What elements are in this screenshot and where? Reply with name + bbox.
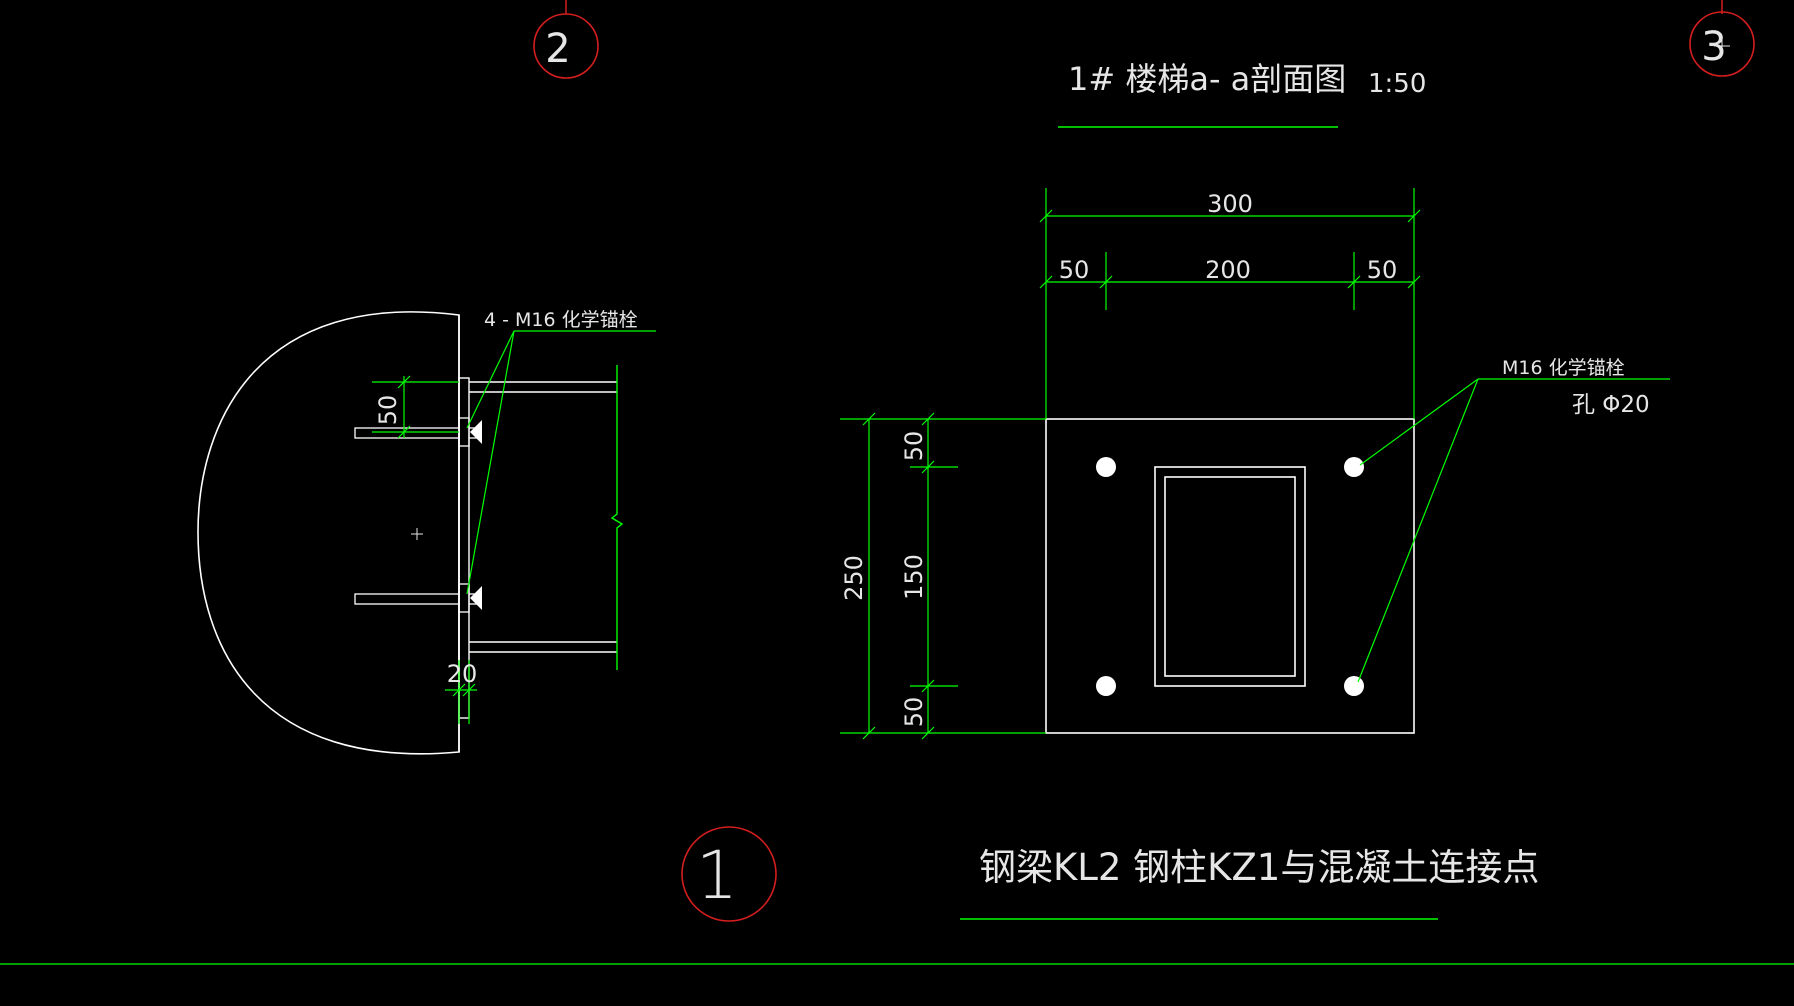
- section-title: 1# 楼梯a- a剖面图: [1068, 60, 1346, 98]
- dim-top-right: 50: [1367, 256, 1398, 284]
- right-detail: 300 50 200 50 250 50 150 50: [840, 188, 1670, 740]
- bolt-hole-top-right: [1344, 457, 1364, 477]
- end-plate: [458, 377, 470, 719]
- dim-top-total: 300: [1207, 190, 1253, 218]
- right-anchor-leader: M16 化学锚栓 孔 Φ20: [1357, 357, 1670, 683]
- dims-left: 250 50 150 50: [840, 412, 1046, 740]
- bolt-hole-bottom-left: [1096, 676, 1116, 696]
- dim-left-bottom: 50: [900, 697, 928, 728]
- left-detail: 50 20 4 - M16 化学锚栓: [197, 309, 656, 755]
- left-dim-50-label: 50: [374, 395, 402, 426]
- grid-marker-2: 2: [533, 0, 599, 79]
- base-plate: [1045, 418, 1415, 734]
- dim-left-middle: 150: [900, 554, 928, 600]
- left-anchor-leader: 4 - M16 化学锚栓: [466, 309, 656, 595]
- grid-marker-2-label: 2: [545, 26, 570, 72]
- dim-left-total: 250: [840, 555, 868, 601]
- dim-left-top: 50: [900, 431, 928, 462]
- grid-marker-3: 3: [1689, 0, 1755, 77]
- left-dim-50: 50: [372, 375, 459, 439]
- detail-title: 钢梁KL2 钢柱KZ1与混凝土连接点: [979, 846, 1539, 889]
- concrete-column-outline: [197, 311, 460, 755]
- steel-beam-kl2: [469, 365, 624, 670]
- dim-top-left: 50: [1059, 256, 1090, 284]
- dim-top-middle: 200: [1205, 256, 1251, 284]
- steel-column-kz1-inner: [1164, 476, 1296, 677]
- left-dim-20: 20: [445, 660, 477, 724]
- section-scale: 1:50: [1368, 69, 1426, 99]
- detail-marker-1-label: 1: [696, 837, 738, 914]
- grid-marker-3-label: 3: [1701, 24, 1726, 70]
- left-anchor-label: 4 - M16 化学锚栓: [484, 309, 638, 331]
- dims-top: 300 50 200 50: [1039, 188, 1421, 419]
- steel-column-kz1-outer: [1154, 466, 1306, 687]
- left-dim-20-label: 20: [447, 660, 478, 688]
- right-anchor-label: M16 化学锚栓: [1502, 357, 1625, 379]
- detail-marker-1: 1: [681, 826, 777, 922]
- hole-label: 孔 Φ20: [1572, 392, 1650, 418]
- anchor-bolt-bottom: [354, 583, 482, 613]
- bolt-hole-bottom-right: [1344, 676, 1364, 696]
- bolt-hole-top-left: [1096, 457, 1116, 477]
- anchor-bolt-top: [354, 417, 482, 447]
